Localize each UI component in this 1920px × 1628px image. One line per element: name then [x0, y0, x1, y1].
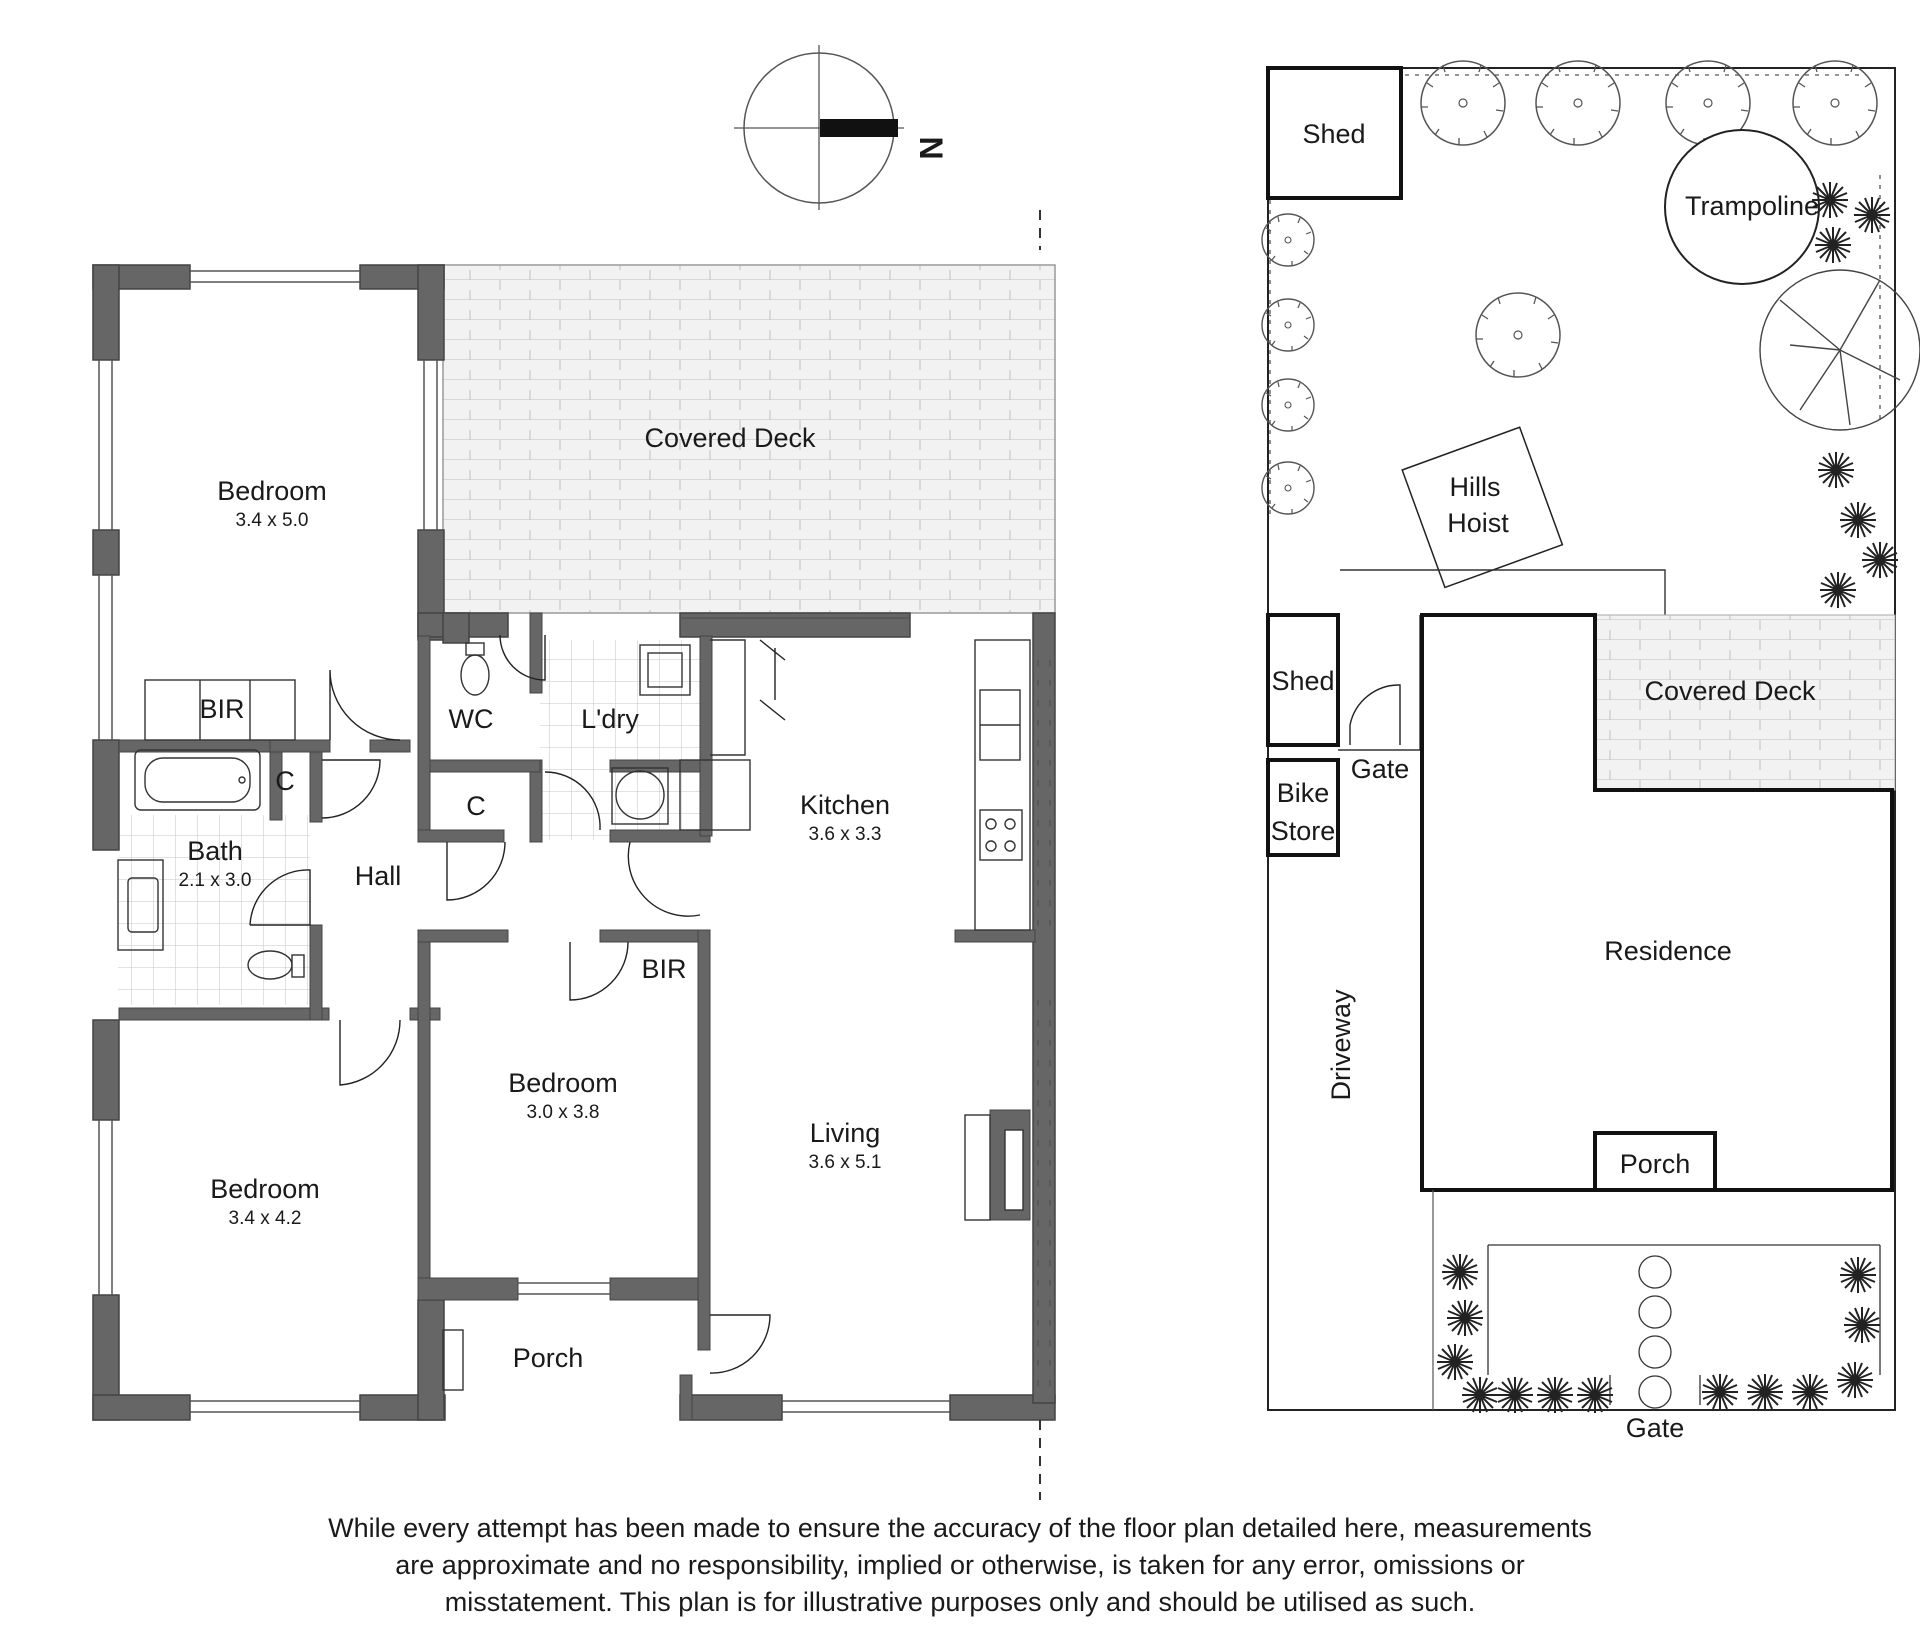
room-bedroom-1-dims: 3.4 x 5.0: [236, 510, 309, 531]
residence-outline: [1420, 613, 1894, 1192]
label-site-porch: Porch: [1620, 1149, 1691, 1179]
disclaimer-line-3: misstatement. This plan is for illustrat…: [444, 1587, 1476, 1617]
tree-side-3: [1261, 378, 1315, 432]
room-porch: Porch: [513, 1343, 584, 1373]
label-hills: Hills: [1450, 472, 1501, 502]
room-living: Living: [810, 1118, 881, 1148]
cooktop: [979, 809, 1023, 861]
fixtures: [117, 210, 1041, 1500]
door-swings: [249, 634, 786, 1374]
interior-walls: [118, 612, 1036, 1421]
windows: [98, 270, 1051, 1413]
tree-top-1: [1420, 60, 1506, 146]
tree-side-4: [1261, 461, 1315, 515]
site-plan: Shed Trampoline Hills Hoist Shed Gate Co…: [1261, 60, 1920, 1443]
room-bath-dims: 2.1 x 3.0: [179, 870, 252, 891]
room-wc: WC: [449, 704, 494, 734]
tree-top-2: [1535, 60, 1621, 146]
room-bedroom-3-dims: 3.4 x 4.2: [229, 1208, 302, 1229]
label-gate-side: Gate: [1351, 754, 1410, 784]
bike-store: [1266, 758, 1340, 857]
room-bedroom-2: Bedroom: [508, 1068, 618, 1098]
label-bike: Bike: [1277, 778, 1330, 808]
room-hall: Hall: [355, 861, 402, 891]
toilet-wc: [460, 654, 490, 696]
laundry-tub: [639, 644, 691, 696]
label-driveway: Driveway: [1326, 989, 1356, 1101]
compass: N: [734, 45, 949, 210]
vanity: [117, 859, 164, 951]
room-bedroom-3: Bedroom: [210, 1174, 320, 1204]
tree-large-right: [1759, 269, 1920, 431]
site-gate-swing: [1349, 684, 1401, 745]
fireplace-hearth: [964, 1114, 991, 1221]
shed-side: [1266, 613, 1340, 747]
floor-plan: Bedroom 3.4 x 5.0 Covered Deck BIR WC L'…: [92, 210, 1056, 1500]
laundry-tiles: [540, 640, 700, 840]
floor-plan-labels: Bedroom 3.4 x 5.0 Covered Deck BIR WC L'…: [179, 423, 890, 1373]
bath-tiles: [118, 815, 310, 1005]
label-covered-deck: Covered Deck: [1644, 676, 1816, 706]
tree-side-2: [1261, 298, 1315, 352]
label-shed-side: Shed: [1271, 666, 1334, 696]
washing-machine: [615, 770, 665, 820]
site-plan-labels: Shed Trampoline Hills Hoist Shed Gate Co…: [1271, 119, 1819, 1443]
label-hoist: Hoist: [1447, 508, 1509, 538]
label-residence: Residence: [1604, 936, 1732, 966]
north-label: N: [913, 136, 949, 159]
shed-top: [1266, 66, 1403, 200]
label-store: Store: [1271, 816, 1336, 846]
room-bath: Bath: [187, 836, 243, 866]
disclaimer-line-1: While every attempt has been made to ens…: [328, 1513, 1592, 1543]
room-cupboard-2: C: [466, 791, 486, 821]
label-gate-front: Gate: [1626, 1413, 1685, 1443]
tree-centre: [1475, 292, 1561, 378]
bathtub: [134, 749, 261, 811]
label-shed-top: Shed: [1302, 119, 1365, 149]
room-kitchen: Kitchen: [800, 790, 890, 820]
room-bedroom-2-dims: 3.0 x 3.8: [527, 1102, 600, 1123]
room-kitchen-dims: 3.6 x 3.3: [809, 824, 882, 845]
covered-deck-area: [443, 265, 1055, 613]
disclaimer-text: While every attempt has been made to ens…: [260, 1510, 1660, 1621]
room-covered-deck: Covered Deck: [644, 423, 816, 453]
kitchen-bench: [974, 639, 1031, 931]
site-porch: [1593, 1131, 1717, 1192]
room-living-dims: 3.6 x 5.1: [809, 1152, 882, 1173]
room-cupboard-1: C: [275, 766, 295, 796]
bir-shelving: [144, 679, 296, 741]
hills-hoist-square: [1401, 426, 1564, 589]
tree-top-4: [1792, 60, 1878, 146]
room-bir-1: BIR: [199, 694, 244, 724]
room-laundry: L'dry: [581, 704, 639, 734]
disclaimer-line-2: are approximate and no responsibility, i…: [395, 1550, 1525, 1580]
trampoline-circle: [1664, 129, 1820, 285]
front-path-stones: [1638, 1255, 1672, 1409]
room-bedroom-1: Bedroom: [217, 476, 327, 506]
compass-needle: [820, 119, 898, 137]
label-trampoline: Trampoline: [1685, 191, 1819, 221]
room-bir-2: BIR: [641, 954, 686, 984]
